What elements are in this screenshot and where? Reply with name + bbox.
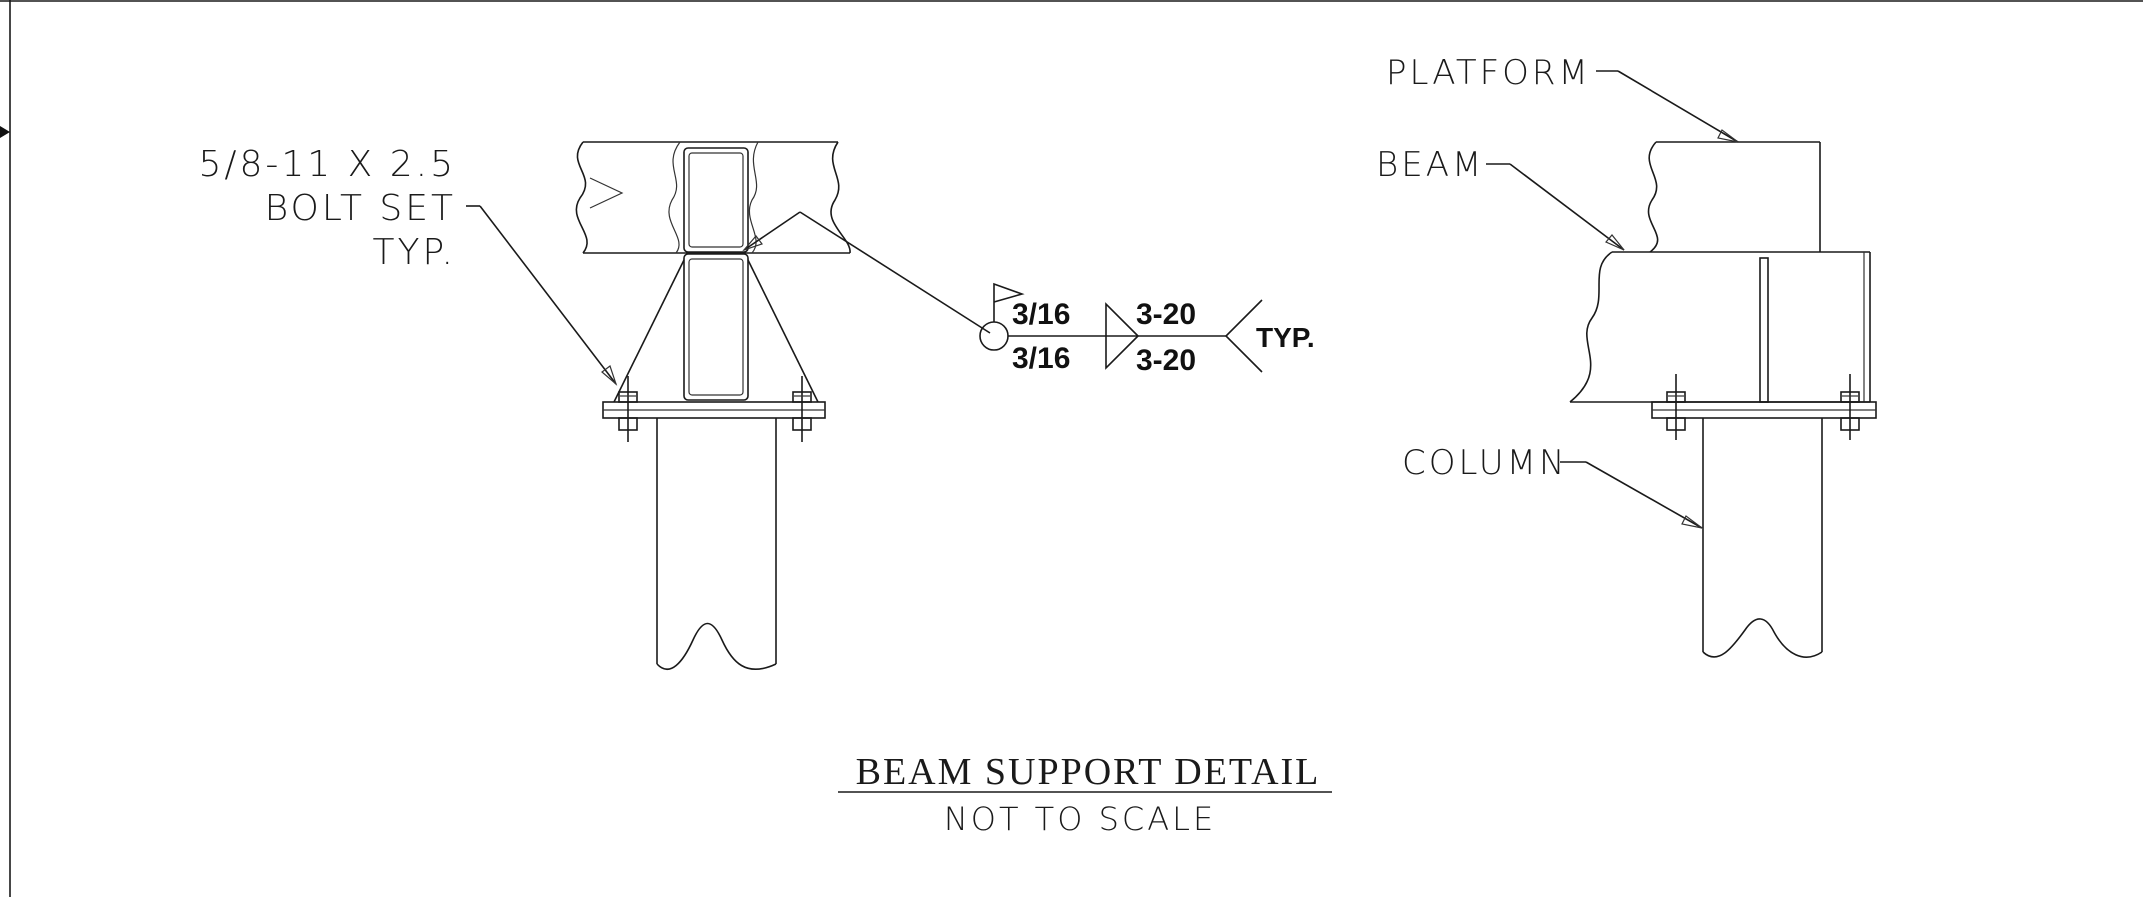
drawing-title: BEAM SUPPORT DETAIL	[856, 751, 1321, 793]
beam-label: BEAM	[1376, 145, 1484, 185]
right-platform	[1647, 141, 1821, 253]
fillet-symbol-other-side	[1105, 335, 1139, 370]
platform-label: PLATFORM	[1386, 53, 1591, 93]
weld-tail	[1224, 299, 1263, 373]
weld-size-other-side: 3/16	[1012, 342, 1070, 375]
right-bolt-2	[1840, 374, 1860, 440]
right-column	[1702, 418, 1823, 658]
column-leader	[1560, 461, 1703, 529]
left-bolt-2	[792, 376, 812, 442]
right-base-plate	[1651, 401, 1877, 419]
weld-size-arrow-side: 3/16	[1012, 298, 1070, 331]
right-bolt-1	[1666, 374, 1686, 440]
bolt-callout-size: 5/8-11 X 2.5	[198, 144, 456, 185]
fillet-symbol-arrow-side	[1105, 302, 1139, 337]
weld-symbol: 3/16 3/16 3-20 3-20 TYP.	[742, 211, 1315, 377]
drawing-subtitle: NOT TO SCALE	[944, 800, 1216, 838]
platform-leader	[1596, 70, 1739, 143]
left-gussets	[613, 259, 819, 403]
field-weld-flag	[993, 282, 1025, 322]
bolt-callout-leader	[466, 205, 618, 386]
left-beam-tubes	[683, 147, 749, 401]
weld-all-around-circle	[979, 321, 1009, 351]
left-platform	[575, 141, 851, 254]
weld-length-pitch-arrow-side: 3-20	[1136, 298, 1196, 331]
weld-length-pitch-other-side: 3-20	[1136, 344, 1196, 377]
right-beam	[1569, 251, 1871, 403]
bolt-callout-set: BOLT SET	[265, 188, 456, 229]
beam-leader	[1486, 163, 1625, 251]
left-detail: 5/8-11 X 2.5 BOLT SET TYP.	[198, 141, 851, 671]
right-detail: PLATFORM BEAM COLUMN	[1376, 53, 1877, 658]
bolt-callout-typ: TYP.	[372, 232, 456, 273]
weld-tail-note: TYP.	[1256, 322, 1315, 353]
left-bolt-1	[618, 376, 638, 442]
title-block: BEAM SUPPORT DETAIL NOT TO SCALE	[838, 751, 1332, 838]
left-column	[656, 418, 777, 671]
left-base-plate	[602, 401, 826, 419]
column-label: COLUMN	[1402, 443, 1567, 483]
